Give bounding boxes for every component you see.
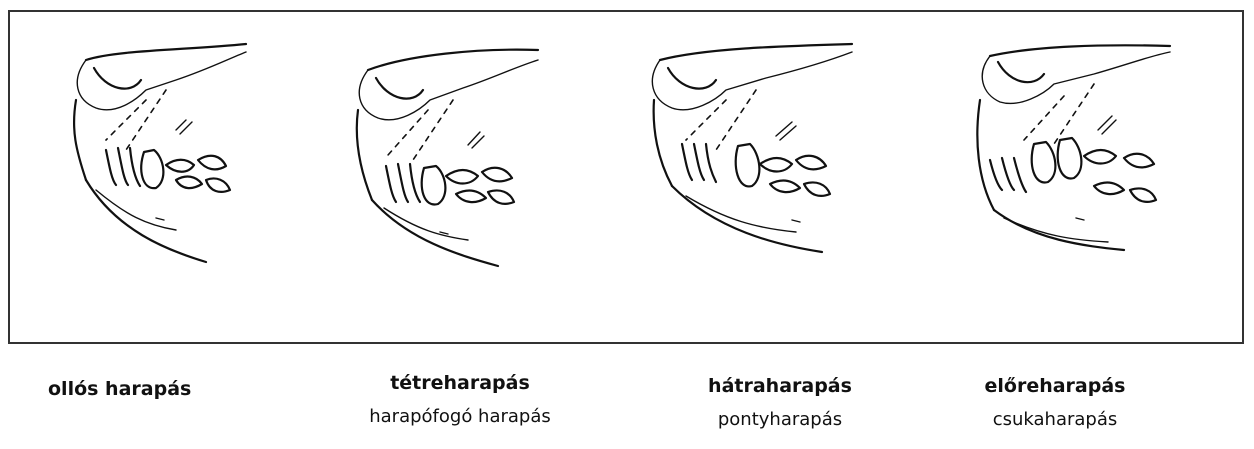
jaw-drawing-scissor-bite [46,40,276,270]
caption-subtitle: pontyharapás [660,409,900,430]
caption-level-bite: tétreharapás harapófogó harapás [340,372,580,427]
caption-title: előreharapás [955,375,1155,397]
jaw-drawing-level-bite [328,40,558,270]
jaw-drawing-overshot-bite [646,40,876,270]
caption-subtitle: harapófogó harapás [340,406,580,427]
caption-undershot-bite: előreharapás csukaharapás [955,375,1155,430]
illustration-frame [8,10,1244,344]
caption-subtitle: csukaharapás [955,409,1155,430]
caption-title: tétreharapás [340,372,580,394]
caption-overshot-bite: hátraharapás pontyharapás [660,375,900,430]
jaw-drawing-undershot-bite [964,40,1194,270]
caption-title: hátraharapás [660,375,900,397]
caption-scissor-bite: ollós harapás [48,378,191,400]
caption-title: ollós harapás [48,378,191,400]
